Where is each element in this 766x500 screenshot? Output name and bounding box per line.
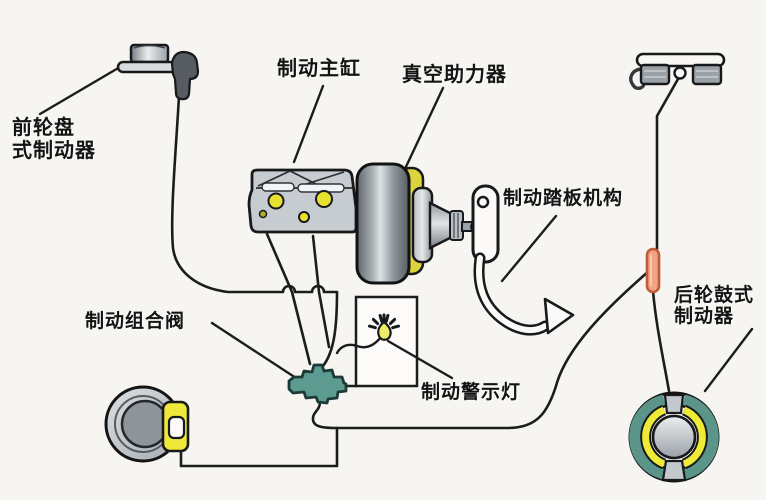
brake-shoe-right [682, 406, 706, 468]
bulb-icon [377, 320, 392, 341]
rotor-hub [120, 399, 170, 449]
hose-connector [645, 247, 661, 294]
rear-shoe-assembly [629, 52, 726, 90]
bracket-hole [476, 195, 490, 209]
label-front-disc-brake: 前轮盘 式制动器 [12, 116, 96, 162]
leader-warning-light [386, 339, 454, 380]
pedal-mechanism [471, 184, 575, 336]
pipe-rear-shoe-line [655, 77, 680, 251]
pipe-master-cylinder-a [265, 232, 312, 366]
ridge-lines [453, 213, 459, 238]
rear-drum-brake [628, 391, 720, 483]
pipe-valve-outlet-s [311, 400, 339, 430]
leader-valve [210, 321, 298, 380]
leader-vacuum-booster [402, 86, 445, 173]
drum-hub [651, 414, 697, 460]
pedal-motion-arrow [543, 297, 575, 335]
combination-valve [287, 363, 348, 405]
shoe-top-bar [635, 52, 726, 68]
pad-right-lines [696, 70, 718, 78]
shoe-hook [629, 67, 646, 90]
shoe-adjuster [661, 459, 687, 482]
caliper-bracket [170, 50, 200, 101]
pad-left-lines [644, 70, 666, 78]
pipe-front-rotor-circuit [179, 426, 339, 468]
front-caliper-assembly [116, 43, 200, 101]
warning-light-wire [335, 335, 383, 355]
pedal-arm [476, 255, 548, 334]
label-master-cylinder: 制动主缸 [277, 56, 361, 80]
port-small [258, 209, 268, 219]
brake-shoe-left [642, 406, 666, 468]
pipe-rear-circuit [335, 269, 651, 430]
leader-master-cylinder [292, 84, 325, 164]
label-front-disc-brake-line2: 式制动器 [12, 138, 96, 162]
front-disc-rotor [104, 385, 190, 463]
label-rear-drum-brake: 后轮鼓式 制动器 [674, 285, 754, 327]
booster-drum [355, 162, 411, 285]
brake-pad-right [691, 63, 723, 86]
shoe-pivot [673, 66, 687, 80]
warning-light-box [354, 295, 419, 388]
reservoir-band-left [261, 182, 295, 192]
leader-front-disc [38, 65, 122, 116]
master-cylinder [247, 168, 358, 234]
drum-ring-left [629, 394, 666, 480]
label-combination-valve: 制动组合阀 [85, 310, 186, 332]
reservoir-lines [256, 170, 352, 189]
port-right [315, 190, 333, 208]
drum-ring-right [682, 394, 719, 480]
pipe-master-cylinder-b [311, 234, 331, 349]
leader-pedal [500, 214, 558, 283]
wheel-cylinder [663, 393, 685, 415]
cylinder-top-line [133, 44, 166, 49]
pipe-rear-drum-line [651, 289, 671, 393]
label-rear-drum-brake-line2: 制动器 [674, 305, 735, 327]
leader-lines [38, 65, 754, 393]
caliper-window [167, 415, 186, 440]
port-left [267, 192, 285, 210]
leader-rear-drum [703, 327, 754, 393]
warning-light [368, 313, 400, 341]
booster-cone [428, 201, 454, 250]
label-warning-light: 制动警示灯 [421, 381, 522, 403]
bulb-rays [368, 313, 400, 330]
port-mid [298, 211, 310, 223]
label-vacuum-booster: 真空助力器 [402, 62, 507, 86]
pipe-front-left-hose [170, 94, 339, 368]
brake-pad-left [639, 63, 671, 86]
label-front-disc-brake-line1: 前轮盘 [12, 115, 75, 139]
brake-pipes [170, 77, 680, 468]
vacuum-booster [355, 162, 492, 285]
label-rear-drum-brake-line1: 后轮鼓式 [674, 284, 755, 306]
label-pedal-mechanism: 制动踏板机构 [503, 187, 624, 209]
